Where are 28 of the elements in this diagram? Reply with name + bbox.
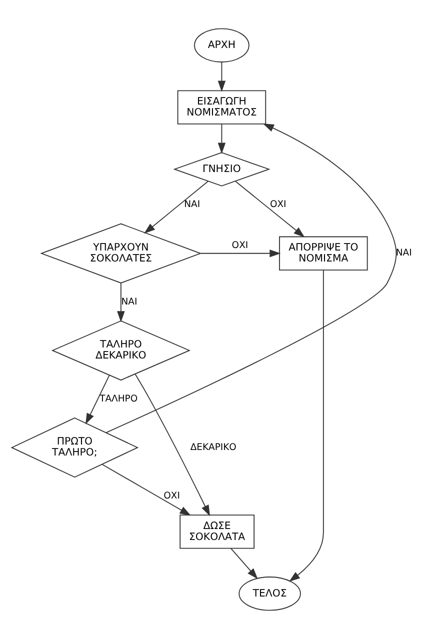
arrow	[288, 270, 324, 582]
edge-label: ΟΧΙ	[164, 490, 180, 502]
node-box: ΕΙΣΑΓΩΓΗ ΝΟΜΙΣΜΑΤΟΣ	[177, 90, 266, 124]
arrow	[218, 124, 226, 154]
node-diamond: ΤΑΛΗΡΟ ΔΕΚΑΡΙΚΟ	[51, 320, 191, 381]
arrow	[218, 62, 226, 92]
node-ellipse: ΑΡΧΗ	[194, 28, 250, 62]
node-diamond: ΓΝΗΣΙΟ	[173, 152, 270, 186]
arrow	[134, 374, 210, 516]
arrow	[117, 282, 125, 322]
arrow	[85, 374, 110, 424]
arrow	[234, 180, 305, 238]
arrow	[102, 464, 191, 516]
arrow	[230, 548, 258, 580]
edge-label: ΝΑΙ	[396, 248, 412, 259]
node-box: ΑΠΟΡΡΙΨΕ ΤΟ ΝΟΜΙΣΜΑ	[279, 236, 368, 270]
edge-label: ΝΑΙ	[121, 296, 138, 308]
arrow	[106, 123, 397, 434]
edge-label: ΝΑΙ	[184, 199, 200, 210]
arrow	[144, 180, 209, 234]
node-diamond: ΠΡΩΤΟ ΤΑΛΗΡΟ;	[10, 417, 139, 478]
arrow	[200, 250, 281, 258]
edge-label: ΟΧΙ	[270, 199, 286, 210]
edge-label: ΟΧΙ	[232, 240, 248, 251]
edge-label: ΔΕΚΑΡΙΚΟ	[190, 442, 236, 453]
edge-label: ΤΑΛΗΡΟ	[100, 393, 138, 404]
node-ellipse: ΤΕΛΟΣ	[238, 576, 301, 611]
node-box: ΔΩΣΕ ΣΟΚΟΛΑΤΑ	[180, 514, 255, 549]
